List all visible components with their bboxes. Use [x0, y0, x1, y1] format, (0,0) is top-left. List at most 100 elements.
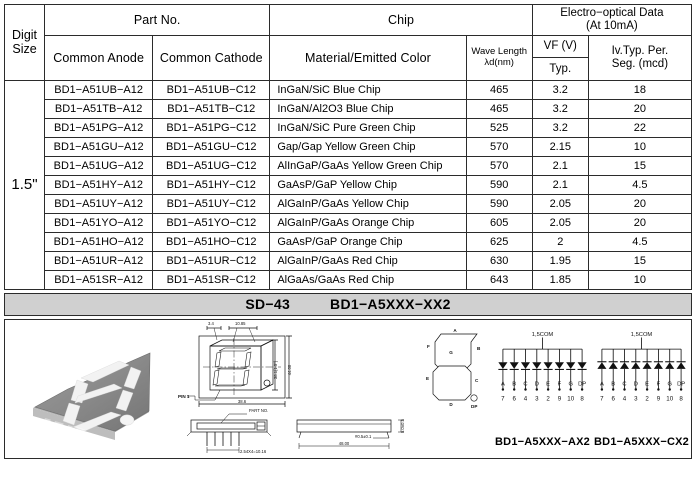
cell-common-anode: BD1−A51HO−A12	[44, 231, 154, 252]
pin-seg-G: G	[568, 381, 573, 387]
cell-material: InGaN/SiC Pure Green Chip	[269, 117, 467, 138]
header-vf: VF (V)	[531, 34, 589, 59]
table-row: BD1−A51HY−A12 BD1−A51HY−C12 GaAsP/GaP Ye…	[5, 174, 693, 195]
header-common-anode: Common Anode	[44, 34, 154, 81]
header-iv-line1: Iv.Typ. Per.	[611, 44, 669, 57]
pin-seg-D: D	[535, 381, 539, 387]
diode-symbols-up	[597, 360, 686, 369]
dim-body-length: 48.00	[339, 441, 350, 446]
dim-top-left: 3.4	[208, 321, 214, 326]
segment-label-B: B	[477, 346, 481, 351]
pin-seg-F: F	[657, 381, 661, 387]
diode-symbols-down	[498, 362, 587, 370]
table-row: BD1−A51TB−A12 BD1−A51TB−C12 InGaN/Al2O3 …	[5, 98, 693, 119]
pin-seg-D: D	[634, 381, 638, 387]
common-anode-circuit: 1,5COM	[493, 320, 592, 448]
cell-common-anode: BD1−A51PG−A12	[44, 117, 154, 138]
cell-iv: 15	[587, 250, 693, 271]
cell-vf: 2.15	[531, 136, 589, 157]
mechanical-outline-drawing: 3.4 10.85 38.1(1.5") 44.00 38.6 PIN 1	[178, 321, 405, 454]
drawings-panel: 3.4 10.85 38.1(1.5") 44.00 38.6 PIN 1	[4, 318, 692, 459]
table-header-row-3: Typ.	[5, 57, 692, 81]
cell-vf: 1.95	[531, 250, 589, 271]
specification-table: Digit Size Part No. Chip Electro−optical…	[3, 4, 693, 290]
cell-common-cathode: BD1−A51YO−C12	[152, 212, 271, 233]
dim-pin-thickness: #0.5±0.1	[355, 434, 372, 439]
header-common-cathode: Common Cathode	[152, 34, 271, 81]
cell-wavelength: 570	[465, 136, 533, 157]
cell-material: Gap/Gap Yellow Green Chip	[269, 136, 467, 157]
cell-common-anode: BD1−A51GU−A12	[44, 136, 154, 157]
cell-common-cathode: BD1−A51HO−C12	[152, 231, 271, 252]
cell-common-anode: BD1−A51UB−A12	[44, 79, 154, 100]
cell-material: AlGaInP/GaAs Orange Chip	[269, 212, 467, 233]
dim-inner-height: 38.1(1.5")	[273, 360, 278, 379]
dim-top-mid: 10.85	[235, 321, 246, 326]
pin-num-DP: 8	[580, 395, 584, 402]
seven-segment-photo-image	[33, 352, 151, 440]
cell-wavelength: 630	[465, 250, 533, 271]
segment-diagram-pane: A B C D E F G DP	[421, 320, 493, 458]
pin-terminal-dots	[501, 388, 584, 391]
cell-iv: 15	[587, 155, 693, 176]
pin-num-D: 3	[634, 395, 638, 402]
cell-material: AlInGaP/GaAs Yellow Green Chip	[269, 155, 467, 176]
table-header-row-1: Digit Size Part No. Chip Electro−optical…	[3, 4, 693, 81]
common-pin-label: 1,5COM	[532, 332, 554, 338]
pin-num-C: 4	[524, 395, 528, 402]
cell-iv: 20	[587, 212, 693, 233]
cell-wavelength: 625	[465, 231, 533, 252]
common-anode-caption: BD1−A5XXX−AX2	[495, 435, 590, 448]
cell-common-anode: BD1−A51HY−A12	[44, 174, 154, 195]
cell-vf: 2.05	[531, 193, 589, 214]
cell-wavelength: 605	[465, 212, 533, 233]
cell-common-cathode: BD1−A51HY−C12	[152, 174, 271, 195]
segment-label-E: E	[426, 376, 429, 381]
cell-material: InGaN/SiC Blue Chip	[269, 79, 467, 100]
segment-label-F: F	[427, 344, 430, 349]
cell-wavelength: 570	[465, 155, 533, 176]
datasheet-page: Digit Size Part No. Chip Electro−optical…	[0, 4, 696, 479]
pin-num-C: 4	[623, 395, 627, 402]
table-row: BD1−A51YO−A12 BD1−A51YO−C12 AlGaInP/GaAs…	[5, 212, 693, 233]
cell-material: InGaN/Al2O3 Blue Chip	[269, 98, 467, 119]
cell-vf: 3.2	[531, 79, 589, 100]
cell-common-anode: BD1−A51SR−A12	[44, 269, 154, 290]
pin-num-F: 9	[558, 395, 562, 402]
segment-label-D: D	[449, 402, 453, 407]
segment-label-A: A	[453, 328, 457, 333]
pin-seg-E: E	[645, 381, 649, 387]
pin-num-D: 3	[535, 395, 539, 402]
table-row: 1.5" BD1−A51UB−A12 BD1−A51UB−C12 InGaN/S…	[3, 79, 693, 290]
pin-seg-G: G	[667, 381, 672, 387]
segment-label-DP: DP	[471, 404, 477, 409]
cell-iv: 4.5	[587, 174, 693, 195]
cell-iv: 4.5	[587, 231, 693, 252]
cell-iv: 20	[587, 193, 693, 214]
cell-common-cathode: BD1−A51UG−C12	[152, 155, 271, 176]
cell-material: AlGaInP/GaAs Yellow Chip	[269, 193, 467, 214]
mechanical-drawing-pane: 3.4 10.85 38.1(1.5") 44.00 38.6 PIN 1	[177, 320, 421, 458]
cell-iv: 22	[587, 117, 693, 138]
header-digit-size-line2: Size	[12, 42, 37, 57]
header-electro-line2: (At 10mA)	[585, 19, 638, 32]
pin-seg-B: B	[512, 381, 516, 387]
cell-common-anode: BD1−A51UG−A12	[44, 155, 154, 176]
pin-num-E: 2	[546, 395, 550, 402]
cell-common-cathode: BD1−A51TB−C12	[152, 98, 271, 119]
pin-terminal-dots	[600, 388, 683, 391]
table-row: BD1−A51UY−A12 BD1−A51UY−C12 AlGaInP/GaAs…	[5, 193, 693, 214]
table-row: BD1−A51SR−A12 BD1−A51SR−C12 AlGaAs/GaAs …	[5, 269, 693, 290]
circuit-diagrams-pane: 1,5COM	[493, 320, 691, 458]
pin-seg-DP: DP	[578, 381, 586, 387]
cell-vf: 3.2	[531, 117, 589, 138]
pin-1-label: PIN 1	[178, 394, 190, 399]
cell-iv: 10	[587, 136, 693, 157]
pin-seg-C: C	[622, 381, 626, 387]
cell-material: AlGaInP/GaAs Red Chip	[269, 250, 467, 271]
pin-num-E: 2	[645, 395, 649, 402]
pin-num-B: 6	[512, 395, 516, 402]
common-cathode-schematic: 1,5COM	[597, 332, 686, 402]
cell-common-anode: BD1−A51YO−A12	[44, 212, 154, 233]
common-pin-label: 1,5COM	[631, 332, 653, 338]
